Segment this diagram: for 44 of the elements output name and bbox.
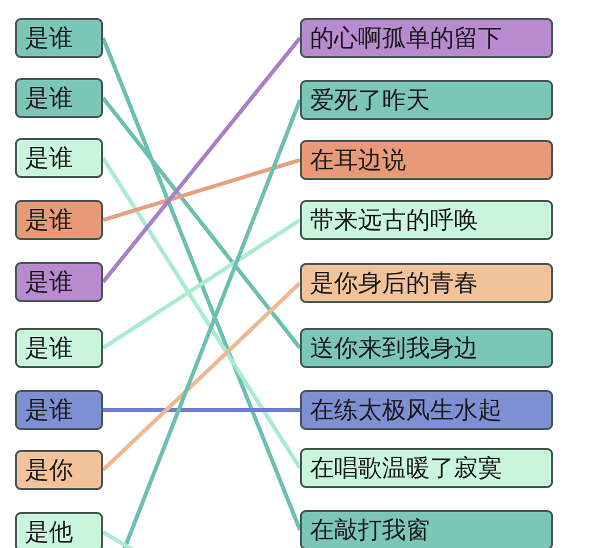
tile-text: 是谁 (25, 26, 73, 50)
answer-tile (300, 263, 553, 303)
connector-line (103, 408, 300, 412)
tile-text: 在耳边说 (310, 148, 406, 172)
answer-tile (15, 390, 103, 430)
tile-text: 是谁 (25, 86, 73, 110)
tile-text: 在唱歌温暖了寂寞 (310, 456, 502, 480)
answer-tile (300, 140, 553, 180)
connector-line (101, 156, 302, 470)
answer-tile (15, 512, 103, 548)
tile-text: 爱死了昨天 (310, 88, 430, 112)
connector-line (102, 158, 301, 222)
answer-tile (300, 18, 553, 58)
answer-tile (300, 448, 553, 488)
tile-text: 在练太极风生水起 (310, 398, 502, 422)
answer-tile (300, 328, 553, 368)
tile-text: 是谁 (25, 398, 73, 422)
answer-tile (15, 138, 103, 178)
tile-text: 在敲打我窗 (310, 518, 430, 542)
answer-tile (300, 510, 553, 548)
tile-text: 送你来到我身边 (310, 336, 478, 360)
tile-text: 的心啊孤单的留下 (310, 26, 502, 50)
connector-line (101, 36, 302, 284)
answer-tile (300, 80, 553, 120)
connector-line (101, 96, 302, 350)
answer-tile (15, 262, 103, 302)
tile-text: 是他 (25, 520, 73, 544)
answer-tile (15, 200, 103, 240)
answer-tile (15, 18, 103, 58)
answer-tile (300, 200, 553, 240)
tile-text: 是谁 (25, 336, 73, 360)
tile-text: 带来远古的呼唤 (310, 208, 478, 232)
tile-text: 是你身后的青春 (310, 271, 478, 295)
tile-text: 是谁 (25, 146, 73, 170)
tile-text: 是谁 (25, 270, 73, 294)
connector-line (102, 218, 302, 350)
answer-tile (15, 450, 103, 490)
connector-line (102, 282, 302, 472)
answer-tile (15, 78, 103, 118)
tile-text: 是你 (25, 458, 73, 482)
answer-tile (300, 390, 553, 430)
connector-line (101, 37, 302, 531)
answer-tile (15, 328, 103, 368)
tile-text: 是谁 (25, 208, 73, 232)
